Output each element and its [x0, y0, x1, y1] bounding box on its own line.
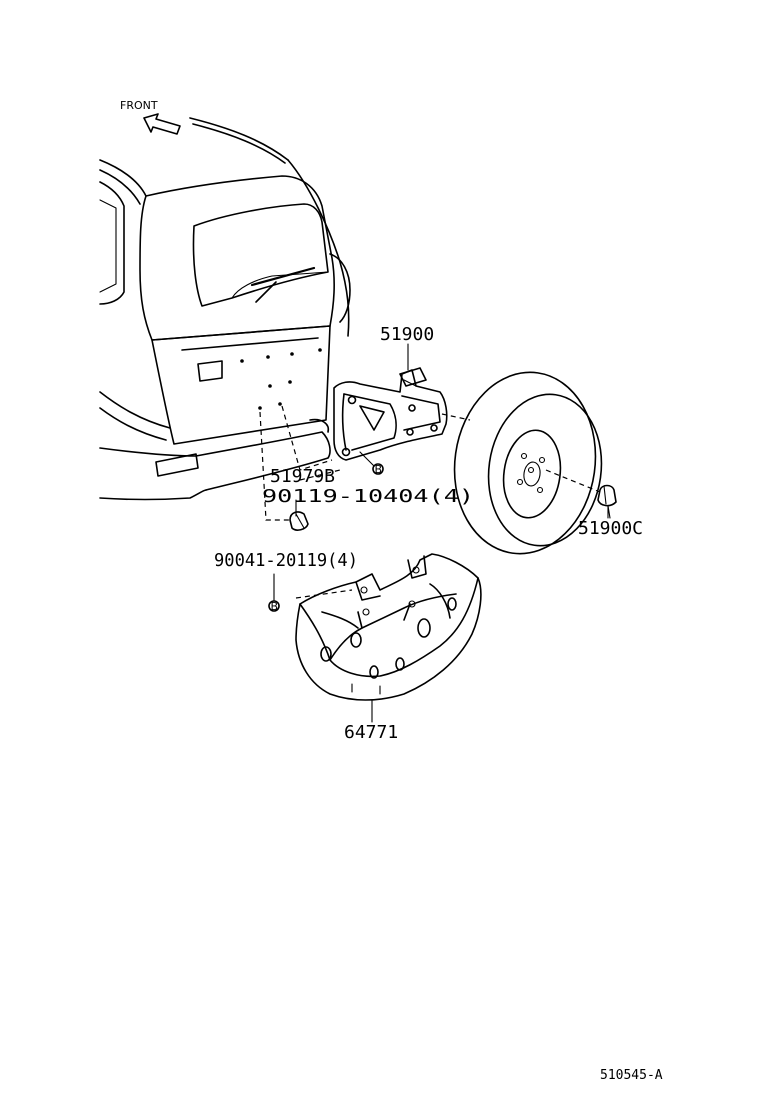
part-labels: 51900 90119-10404(4) 51979B 51900C 90041… — [214, 324, 643, 743]
label-spare-carrier: 51900 — [380, 324, 434, 345]
plug-part — [289, 511, 309, 531]
cover-washer: B — [268, 573, 280, 613]
label-tire-cover: 64771 — [344, 722, 398, 743]
label-carrier-bolt: 90119-10404(4) — [262, 486, 474, 507]
label-plug: 51979B — [270, 466, 335, 487]
label-spare-tire: 51900C — [578, 518, 643, 539]
front-arrow-icon — [143, 113, 181, 135]
front-direction-indicator: FRONT — [120, 99, 181, 135]
spare-tire — [453, 371, 603, 555]
spare-tire-nut — [597, 484, 617, 519]
cover-washer-marker: B — [271, 600, 279, 613]
front-label: FRONT — [120, 99, 158, 112]
label-cover-washer: 90041-20119(4) — [214, 550, 358, 571]
carrier-bolt-marker: B — [375, 463, 383, 476]
illustration-code: 510545-A — [600, 1068, 663, 1083]
leader-lines — [295, 343, 609, 723]
carrier-bolt-washer: B — [359, 451, 384, 476]
vehicle-rear-body — [99, 117, 351, 501]
spare-carrier-bracket — [333, 367, 448, 461]
spare-tire-cover — [295, 553, 482, 701]
